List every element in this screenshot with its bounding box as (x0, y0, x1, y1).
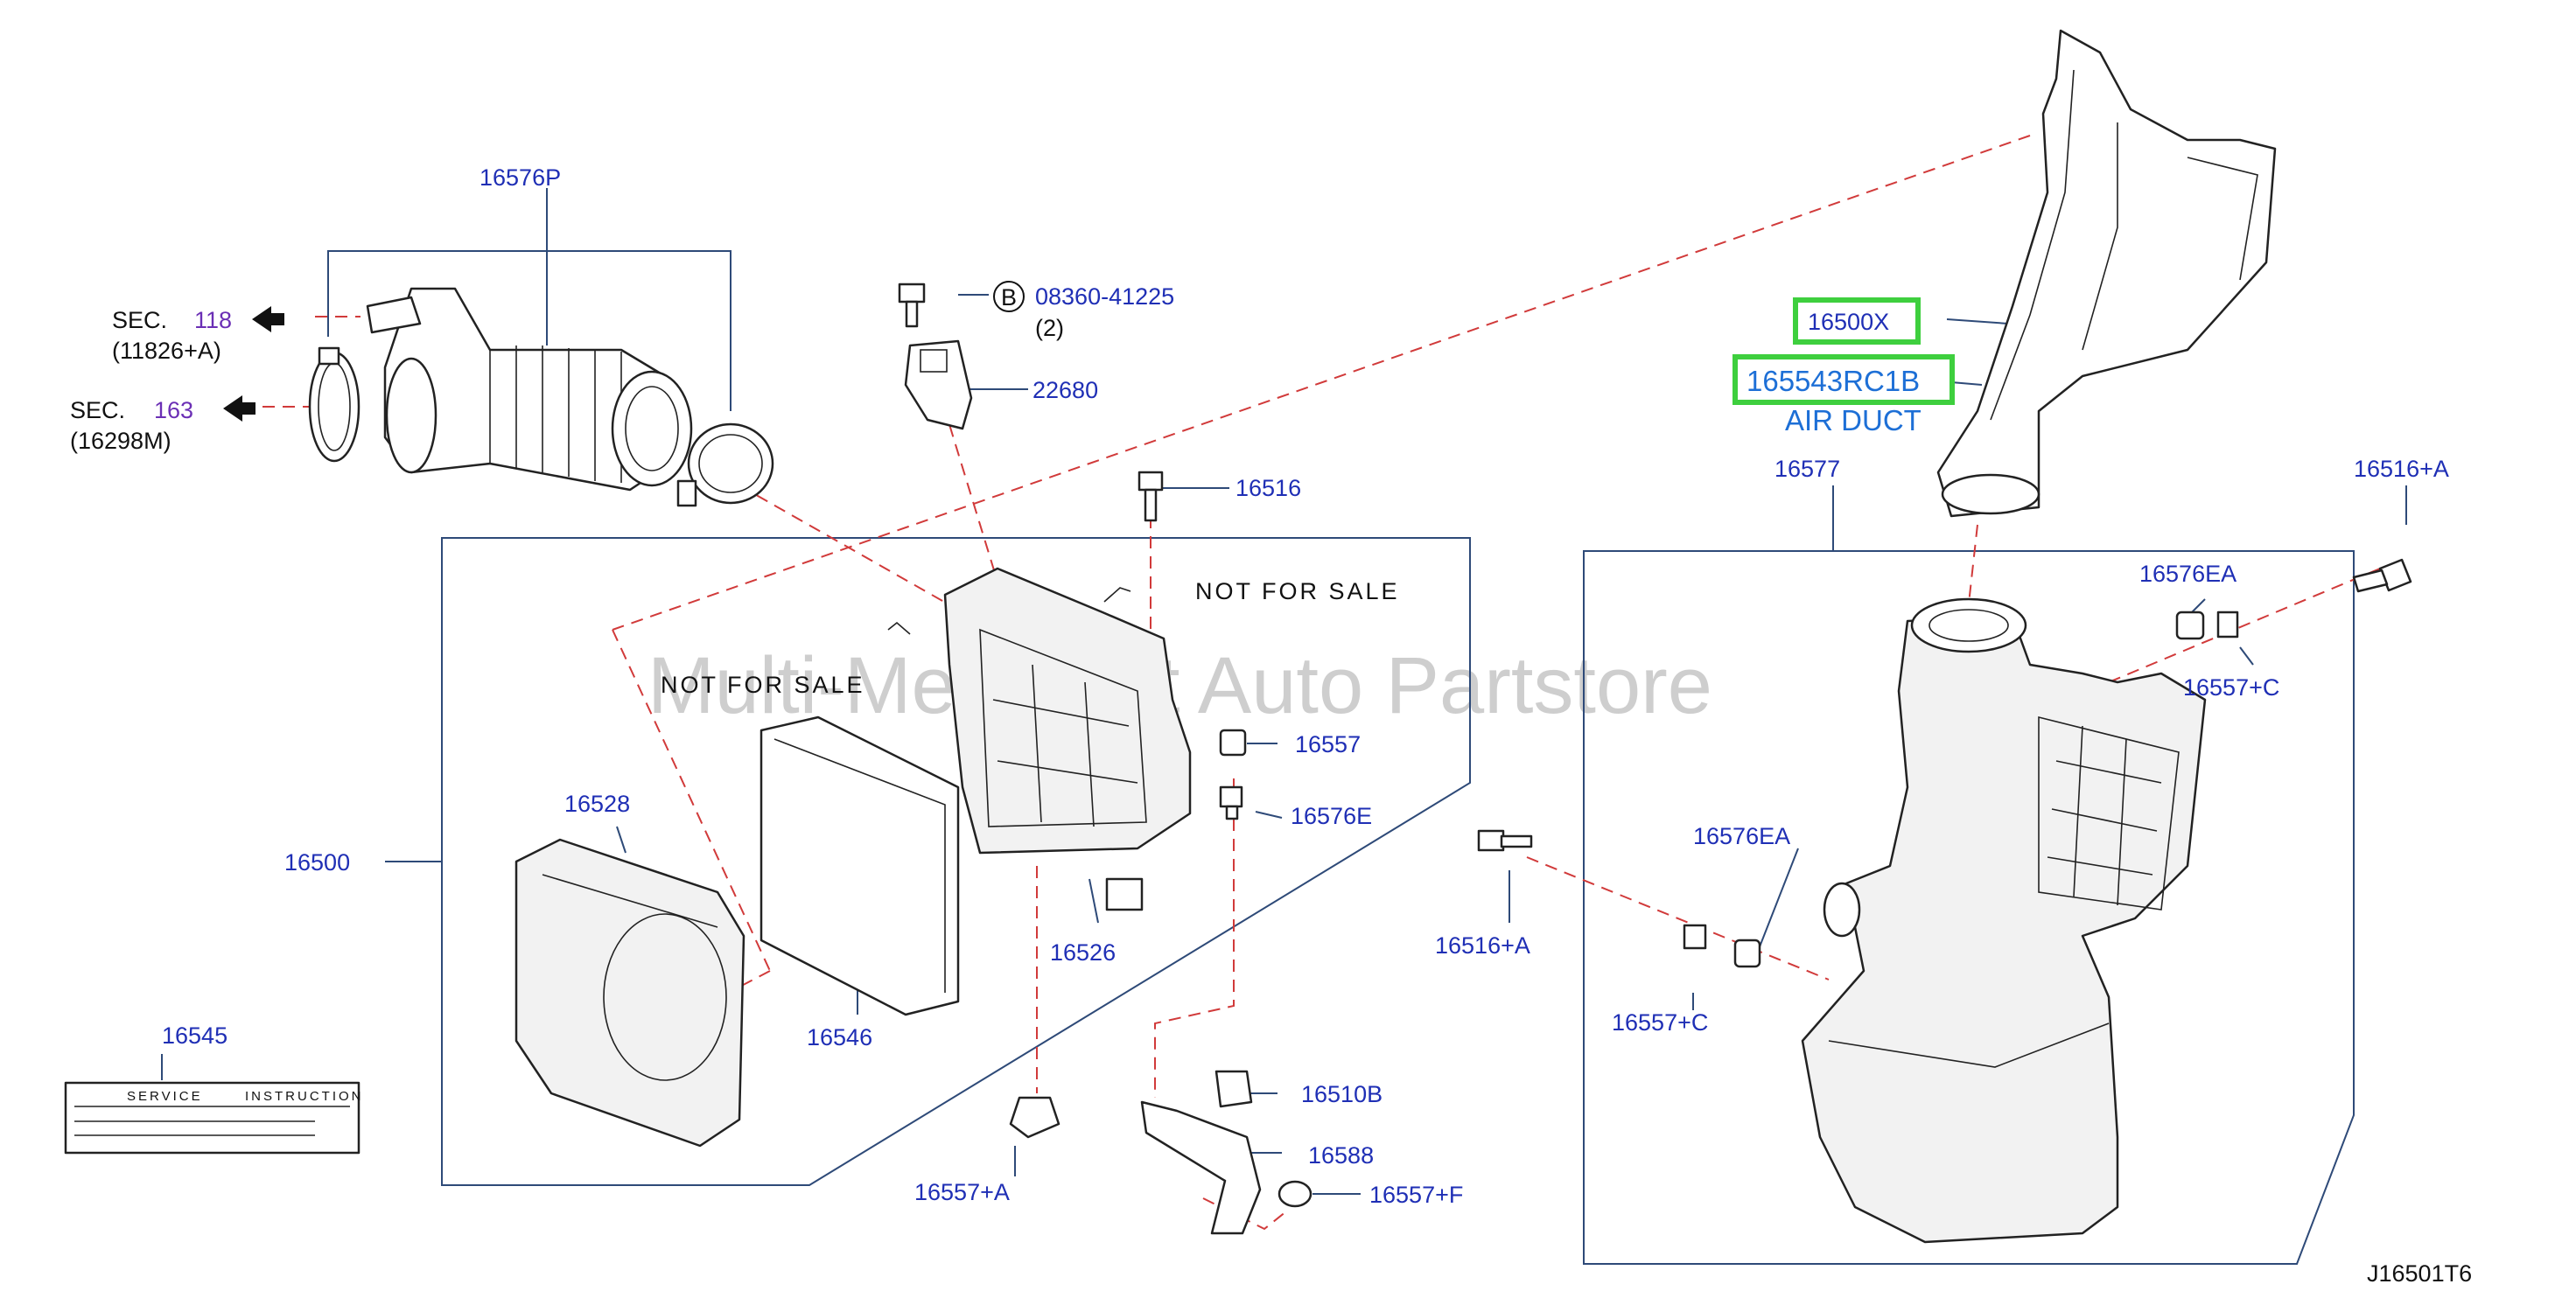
air-cleaner-case-icon[interactable] (943, 567, 1192, 911)
grommet-16557F-icon[interactable] (1278, 1180, 1312, 1208)
service-instruction-label[interactable]: SERVICE INSTRUCTION (64, 1081, 364, 1155)
filter-element-icon[interactable] (760, 715, 960, 1016)
bolt-icon[interactable] (898, 283, 926, 328)
highlight-box-code1 (1793, 297, 1921, 345)
hose-bracket-line (327, 250, 732, 411)
label-16546[interactable]: 16546 (807, 1024, 872, 1050)
label-16576EA-top[interactable]: 16576EA (2139, 561, 2236, 587)
watermark: Multi-Merchant Auto Partstore (648, 641, 1712, 730)
lower-case-icon[interactable] (514, 838, 746, 1148)
air-cleaner-assembly-icon[interactable] (1801, 597, 2207, 1244)
diagram-code: J16501T6 (2367, 1260, 2472, 1287)
bolt-16516A-right-icon[interactable] (2352, 558, 2412, 593)
label-16588[interactable]: 16588 (1308, 1142, 1374, 1169)
right-assembly-group-box (1583, 550, 2355, 1265)
section-ref-163[interactable]: SEC. 163 (16298M) (70, 395, 256, 454)
label-16576E[interactable]: 16576E (1291, 803, 1372, 829)
label-16557C-mid[interactable]: 16557+C (1612, 1009, 1708, 1036)
label-16500[interactable]: 16500 (284, 849, 350, 876)
arrow-left-icon (223, 395, 256, 422)
arrow-icon (887, 621, 911, 635)
not-for-sale-1: NOT FOR SALE (1195, 578, 1400, 604)
air-duct-icon[interactable] (1936, 29, 2277, 518)
highlight-box-code2 (1732, 354, 1955, 405)
not-for-sale-2: NOT FOR SALE (661, 672, 865, 698)
grommet-16557C-right-icon[interactable] (2216, 611, 2239, 639)
label-16510B[interactable]: 16510B (1301, 1081, 1382, 1107)
label-16576EA-mid[interactable]: 16576EA (1693, 823, 1790, 849)
label-16516[interactable]: 16516 (1236, 475, 1301, 501)
grommet-16576E-icon[interactable] (1219, 785, 1243, 820)
bolt-ref[interactable]: B 08360-41225 (2) (993, 281, 1174, 341)
label-16528[interactable]: 16528 (564, 791, 630, 817)
label-16516A-mid[interactable]: 16516+A (1435, 932, 1530, 959)
highlight-part-name: AIR DUCT (1785, 404, 1922, 436)
sec-sub: (16298M) (70, 428, 172, 454)
grommet-16576EA-mid-icon[interactable] (1733, 939, 1761, 968)
label-16557[interactable]: 16557 (1295, 731, 1361, 757)
sec-number: 163 (154, 397, 193, 423)
label-16545[interactable]: 16545 (162, 1022, 228, 1049)
sec-number: 118 (194, 307, 232, 333)
arrow-left-icon (252, 306, 284, 332)
sec-prefix: SEC. (70, 397, 125, 423)
grommet-16557-icon[interactable] (1219, 729, 1247, 757)
service-label-right: INSTRUCTION (245, 1089, 364, 1104)
hose-clamp-right-icon[interactable] (676, 422, 774, 507)
bolt-ref-qty: (2) (1035, 315, 1064, 341)
arrow-icon (1103, 587, 1131, 603)
label-22680[interactable]: 22680 (1032, 377, 1098, 403)
highlight-code2[interactable]: 165543RC1B (1746, 365, 1920, 397)
label-16516A-right[interactable]: 16516+A (2354, 456, 2449, 482)
hose-clamp-icon[interactable] (308, 346, 360, 463)
label-16526[interactable]: 16526 (1050, 939, 1116, 966)
air-cleaner-group-box (441, 537, 1471, 1186)
part-labels: 16576P B 08360-41225 (2) 22680 16516 NOT… (162, 164, 2449, 1208)
sec-sub: (11826+A) (112, 338, 221, 364)
highlighted-part[interactable]: 16500X 165543RC1B AIR DUCT (1732, 297, 1955, 436)
maf-sensor-icon[interactable] (904, 339, 973, 430)
bolt-16516-icon[interactable] (1138, 471, 1164, 522)
grommet-16576EA-top-icon[interactable] (2175, 611, 2205, 640)
sec-prefix: SEC. (112, 307, 167, 333)
highlight-code1[interactable]: 16500X (1808, 309, 1889, 335)
service-label-left: SERVICE (127, 1089, 203, 1104)
label-16557A[interactable]: 16557+A (914, 1179, 1010, 1205)
label-16557C-right[interactable]: 16557+C (2183, 674, 2279, 701)
bracket-16588-icon[interactable] (1140, 1100, 1262, 1235)
bolt-ref-circle-letter: B (1001, 284, 1017, 311)
bolt-16516A-mid-icon[interactable] (1477, 829, 1533, 852)
grommet-16510B-icon[interactable] (1214, 1070, 1253, 1108)
label-16557F[interactable]: 16557+F (1369, 1182, 1463, 1208)
label-16577[interactable]: 16577 (1774, 456, 1840, 482)
section-ref-118[interactable]: SEC. 118 (11826+A) (112, 306, 284, 364)
intake-hose-icon[interactable] (366, 287, 693, 492)
grommet-16557C-mid-icon[interactable] (1683, 924, 1707, 950)
grommet-16557A-icon[interactable] (1009, 1096, 1060, 1139)
label-16576P[interactable]: 16576P (480, 164, 561, 191)
bolt-ref-part: 08360-41225 (1035, 283, 1174, 310)
